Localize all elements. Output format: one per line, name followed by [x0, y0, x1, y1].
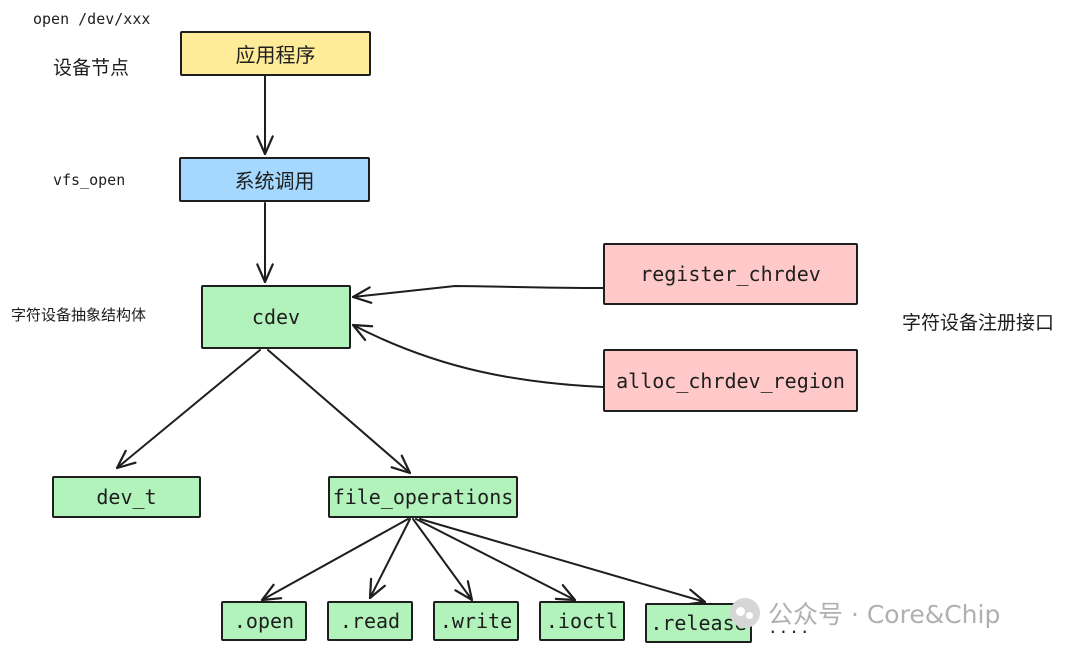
arrow-fileops-to-open	[260, 518, 409, 602]
op-read-node: .read	[327, 601, 413, 641]
op-ioctl-node: .ioctl	[539, 601, 625, 641]
cdev-node: cdev	[201, 285, 351, 349]
app-node: 应用程序	[180, 31, 371, 76]
arrow-fileops-to-ioctl	[415, 518, 577, 602]
arrow-alloc-to-cdev	[351, 323, 604, 388]
cdev-description-label: 字符设备抽象结构体	[11, 306, 147, 324]
arrow-fileops-to-read	[368, 518, 411, 600]
device-node-label: 设备节点	[53, 57, 130, 79]
file-operations-node: file_operations	[328, 476, 518, 518]
arrow-cdev-to-devt	[115, 349, 261, 470]
alloc-chrdev-region-node: alloc_chrdev_region	[603, 349, 858, 412]
arrow-register-to-cdev	[351, 284, 604, 304]
watermark-text: 公众号 · Core&Chip	[768, 600, 1001, 629]
arrow-fileops-to-write	[412, 518, 474, 602]
register-interface-label: 字符设备注册接口	[902, 312, 1055, 334]
wechat-icon	[730, 598, 760, 628]
arrow-fileops-to-release	[419, 518, 707, 606]
watermark: 公众号 · Core&Chip	[730, 595, 1000, 631]
syscall-node: 系统调用	[179, 157, 370, 202]
arrow-cdev-to-fileops	[267, 349, 412, 475]
more-ops-ellipsis: ....	[768, 618, 811, 637]
register-chrdev-node: register_chrdev	[603, 243, 858, 305]
op-write-node: .write	[433, 601, 519, 641]
open-path-label: open /dev/xxx	[33, 10, 151, 28]
dev-t-node: dev_t	[52, 476, 201, 518]
vfs-open-label: vfs_open	[53, 171, 126, 189]
op-open-node: .open	[221, 601, 307, 641]
